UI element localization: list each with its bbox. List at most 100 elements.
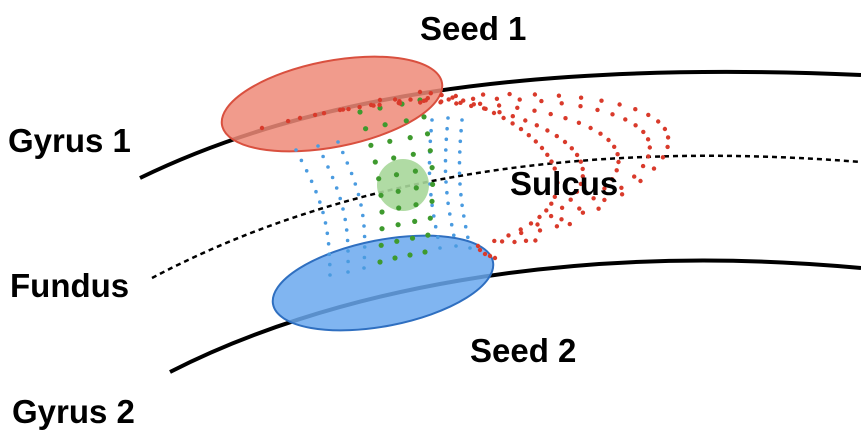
green-fiber-dot xyxy=(357,109,363,115)
red-fiber-dot xyxy=(534,123,539,128)
green-fiber-dot xyxy=(368,142,374,148)
green-fiber-dot xyxy=(378,242,384,248)
blue-fiber-dot xyxy=(309,179,314,184)
label-sulcus: Sulcus xyxy=(510,165,618,202)
red-fiber-dot xyxy=(638,178,643,184)
green-fiber-dot xyxy=(421,114,427,120)
seed-2-region xyxy=(271,234,495,332)
red-fiber-dot xyxy=(285,118,291,124)
red-fiber-dot xyxy=(563,116,568,121)
red-fiber-dot xyxy=(428,91,433,96)
red-fiber-dot xyxy=(662,126,668,132)
blue-fiber-dot xyxy=(445,126,449,131)
red-fiber-dot xyxy=(549,159,554,164)
red-fiber-dot xyxy=(610,112,615,117)
red-fiber-dot xyxy=(596,206,601,211)
red-fiber-dot xyxy=(461,98,466,103)
red-fiber-dot xyxy=(646,112,651,118)
red-fiber-dot xyxy=(532,108,537,113)
green-fiber-dot xyxy=(403,118,409,124)
green-fiber-dot xyxy=(395,222,401,228)
blue-fiber-dot xyxy=(436,235,440,240)
blue-fiber-dot xyxy=(314,189,318,194)
red-fiber-dot xyxy=(481,106,487,111)
label-fundus: Fundus xyxy=(10,267,129,304)
green-fiber-dot xyxy=(377,259,383,265)
blue-fiber-dot xyxy=(362,224,366,228)
red-fiber-dot xyxy=(577,206,582,211)
red-fiber-dot xyxy=(569,146,574,151)
sulcal-center-disk xyxy=(377,159,429,211)
blue-fiber-dot xyxy=(446,201,450,206)
red-fiber-dot xyxy=(556,93,562,98)
green-fiber-dot xyxy=(425,232,431,238)
green-fiber-dot xyxy=(395,188,401,194)
red-fiber-dot xyxy=(633,123,638,128)
red-fiber-dot xyxy=(545,128,550,133)
red-fiber-dot xyxy=(528,221,534,226)
blue-fiber-dot xyxy=(326,165,330,169)
red-fiber-dot xyxy=(606,137,611,143)
blue-fiber-dot xyxy=(359,203,363,207)
blue-fiber-dot xyxy=(328,273,332,277)
red-fiber-dot xyxy=(651,166,657,171)
red-fiber-dot xyxy=(494,96,500,102)
red-fiber-dot xyxy=(539,98,544,104)
red-fiber-dot xyxy=(640,163,646,169)
red-fiber-dot xyxy=(641,129,646,135)
red-fiber-dot xyxy=(599,98,604,103)
red-fiber-dot xyxy=(475,243,481,249)
blue-fiber-dot xyxy=(341,207,345,211)
blue-fiber-dot xyxy=(460,118,464,122)
green-fiber-dot xyxy=(413,185,419,191)
blue-fiber-dot xyxy=(356,192,361,197)
red-fiber-dot xyxy=(574,189,580,194)
red-fiber-dot xyxy=(518,227,523,232)
red-fiber-dot xyxy=(497,110,502,115)
red-fiber-dot xyxy=(259,125,265,131)
blue-fiber-dot xyxy=(338,196,343,201)
red-fiber-dot xyxy=(512,239,517,245)
green-fiber-dot xyxy=(410,151,416,157)
red-fiber-dot xyxy=(357,104,362,110)
blue-fiber-dot xyxy=(346,270,350,274)
blue-fiber-dot xyxy=(457,160,462,165)
green-fiber-dot xyxy=(430,181,436,187)
red-fiber-dot xyxy=(518,126,524,132)
green-fiber-dot xyxy=(363,126,369,132)
red-fiber-dot xyxy=(617,102,622,107)
red-fiber-dot xyxy=(446,97,451,102)
red-fiber-dot xyxy=(377,102,382,108)
blue-fiber-dot xyxy=(460,203,464,208)
red-fiber-dot xyxy=(554,173,559,178)
red-fiber-dot xyxy=(523,238,529,243)
red-fiber-dot xyxy=(632,174,637,179)
red-fiber-dot xyxy=(554,224,560,229)
red-fiber-dot xyxy=(602,186,607,191)
blue-fiber-dot xyxy=(327,252,332,256)
red-fiber-dot xyxy=(665,135,671,140)
label-seed-1: Seed 1 xyxy=(420,10,526,47)
blue-fiber-dot xyxy=(321,210,325,215)
blue-fiber-dot xyxy=(345,161,350,165)
red-fiber-dot xyxy=(492,238,497,244)
blue-fiber-dot xyxy=(326,242,331,246)
red-fiber-dot xyxy=(619,192,625,197)
blue-fiber-dot xyxy=(362,234,367,239)
blue-fiber-dot xyxy=(430,118,434,122)
blue-fiber-dot xyxy=(299,158,304,163)
blue-fiber-dot xyxy=(446,116,450,120)
blue-fiber-dot xyxy=(353,182,358,186)
red-fiber-dot xyxy=(633,107,638,112)
blue-fiber-dot xyxy=(468,246,472,250)
red-fiber-dot xyxy=(580,166,585,172)
blue-fiber-dot xyxy=(343,217,348,222)
red-fiber-dot xyxy=(487,253,493,259)
red-fiber-dot xyxy=(645,137,651,142)
blue-fiber-dot xyxy=(429,128,433,133)
red-fiber-dot xyxy=(562,139,568,145)
red-fiber-dot xyxy=(533,238,538,243)
red-fiber-dot xyxy=(580,174,585,179)
red-fiber-dot xyxy=(623,117,628,122)
green-fiber-dot xyxy=(427,148,433,154)
